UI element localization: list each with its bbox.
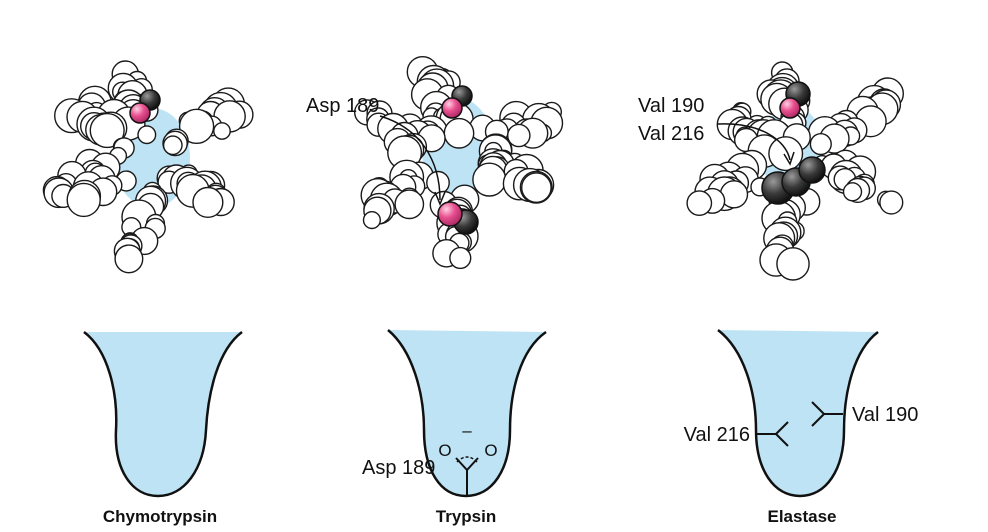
trypsin-space-filling-model (354, 56, 564, 270)
atom-sphere (114, 244, 144, 274)
oxygen-left: O (438, 441, 451, 460)
atom-sphere (449, 246, 472, 270)
chymotrypsin-title: Chymotrypsin (103, 507, 217, 526)
panel-trypsin: Asp 189 O O – Asp 189 Trypsin (306, 56, 564, 526)
carboxylate-bond-left (455, 457, 468, 471)
trypsin-model-arrowhead (434, 191, 446, 206)
panel-chymotrypsin: Chymotrypsin (42, 60, 254, 526)
elastase-pocket-diagram (718, 330, 878, 496)
atom-sphere (686, 190, 713, 217)
atom-sphere (89, 112, 125, 149)
atom-sphere (768, 136, 804, 172)
trypsin-pocket-outline (387, 329, 547, 498)
atom-sphere (506, 123, 531, 148)
atom-sphere (521, 172, 552, 204)
val216-branch-up (775, 421, 789, 435)
panel-elastase: Val 190 Val 216 Val 216 Val 190 Elastase (638, 61, 918, 526)
trypsin-pink-atom-top (441, 97, 463, 119)
elastase-dark-atom-3 (798, 156, 826, 184)
chymotrypsin-pink-atom (129, 102, 151, 124)
elastase-model-label-val190: Val 190 (638, 95, 704, 117)
atom-sphere (362, 211, 381, 230)
elastase-pocket-label-val216: Val 216 (684, 424, 750, 446)
val216-branch-down (775, 433, 789, 447)
atom-sphere (162, 135, 183, 156)
val190-branch-up (811, 401, 825, 415)
oxygen-right: O (484, 441, 497, 460)
elastase-pocket-outline (717, 329, 879, 498)
elastase-pocket-label-val190: Val 190 (852, 404, 918, 426)
val216-side-chain (757, 421, 789, 447)
trypsin-pink-atom-asp (437, 201, 463, 227)
negative-charge: – (462, 421, 472, 440)
chymotrypsin-space-filling-model (42, 60, 254, 274)
atom-sphere (394, 189, 425, 220)
elastase-model-label-val216: Val 216 (638, 123, 704, 145)
atom-sphere (66, 182, 101, 218)
atom-sphere (472, 162, 507, 197)
atom-sphere (192, 186, 224, 218)
atom-sphere (443, 117, 475, 149)
atom-sphere (809, 133, 832, 156)
atom-sphere (776, 247, 810, 281)
atom-sphere (879, 190, 904, 215)
val190-side-chain (811, 401, 843, 427)
elastase-model-arrowhead (783, 151, 795, 166)
carboxylate-delocalized-bond (456, 456, 478, 463)
elastase-spheres (686, 61, 905, 281)
carboxylate-group: O O – (438, 421, 498, 495)
chymotrypsin-pocket-outline (83, 331, 243, 498)
trypsin-title: Trypsin (436, 507, 496, 526)
trypsin-model-arrow (379, 115, 441, 201)
trypsin-pocket-label: Asp 189 (362, 457, 435, 479)
chymotrypsin-pocket-diagram (84, 332, 242, 496)
carboxylate-bond-right (466, 457, 479, 471)
atom-sphere (137, 125, 157, 145)
atom-sphere (178, 108, 215, 145)
val190-branch-down (811, 413, 825, 427)
elastase-title: Elastase (768, 507, 837, 526)
elastase-model-arrow (717, 123, 791, 161)
trypsin-model-label: Asp 189 (306, 95, 379, 117)
elastase-space-filling-model (686, 61, 905, 281)
chymotrypsin-spheres (42, 60, 254, 274)
atom-sphere (213, 122, 231, 140)
elastase-pink-atom-top (779, 97, 801, 119)
atom-sphere (842, 182, 863, 202)
